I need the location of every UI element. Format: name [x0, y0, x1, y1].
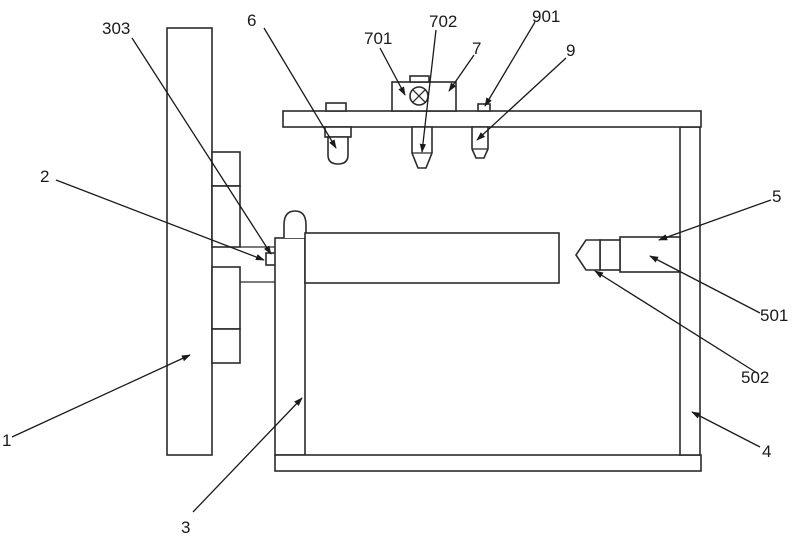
label-9: 9 [566, 41, 575, 60]
label-502: 502 [741, 368, 769, 387]
label-2: 2 [40, 167, 49, 186]
label-5: 5 [772, 187, 781, 206]
horizontal-beam [305, 233, 559, 283]
label-4: 4 [762, 442, 771, 461]
leader-5 [659, 200, 771, 240]
lower-block-stack [212, 267, 240, 363]
mounting-block [392, 76, 456, 111]
top-beam [283, 111, 701, 127]
leader-501 [650, 256, 760, 313]
right-frame-post [680, 127, 700, 455]
base-plate [275, 455, 701, 471]
leader-502 [595, 271, 757, 373]
leader-7 [449, 55, 474, 91]
leader-6 [264, 28, 336, 148]
label-303: 303 [102, 19, 130, 38]
leader-1 [12, 355, 190, 437]
right-tool-5 [576, 237, 680, 272]
label-6: 6 [247, 11, 256, 30]
label-901: 901 [532, 7, 560, 26]
label-701: 701 [364, 29, 392, 48]
vertical-post [275, 211, 306, 455]
label-3: 3 [181, 518, 190, 537]
label-7: 7 [472, 39, 481, 58]
hanging-sensor-6 [325, 127, 351, 164]
label-1: 1 [2, 431, 11, 450]
vertical-plate [167, 28, 212, 455]
label-702: 702 [429, 12, 457, 31]
label-501: 501 [760, 306, 788, 325]
leader-4 [692, 412, 760, 447]
